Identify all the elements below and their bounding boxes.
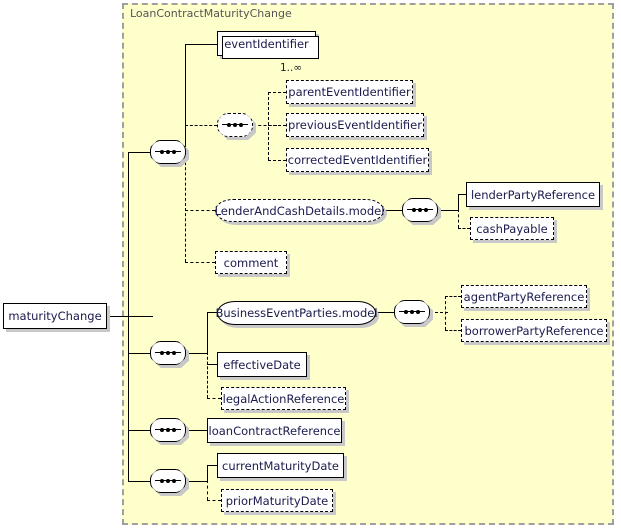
connector-parties-seq-vertical: [445, 296, 446, 330]
connector-main-trunk-upper: [185, 44, 186, 153]
connector-trunk-to-loan-contract-sequence: [128, 430, 152, 431]
node-loan-contract-reference-label: loanContractReference: [208, 423, 341, 438]
sequence-icon-effective-date-group[interactable]: [150, 341, 189, 368]
connector-lender-seq-vertical-upper: [458, 194, 459, 211]
node-corrected-event-identifier-label: correctedEventIdentifier: [287, 153, 428, 167]
connector-main-seq-left-stub: [128, 152, 152, 153]
connector-effective-to-parties-model: [207, 312, 217, 313]
connector-lender-seq-to-cash-payable: [458, 228, 470, 229]
connector-main-to-event-identifier: [185, 44, 217, 45]
connector-lender-seq-to-lender-party: [458, 194, 466, 195]
panel-title: LoanContractMaturityChange: [130, 7, 292, 20]
connector-root-to-trunk: [107, 316, 153, 317]
connector-main-trunk-lower: [185, 152, 186, 262]
connector-main-to-comment: [185, 262, 215, 263]
node-current-maturity-date-label: currentMaturityDate: [222, 458, 339, 473]
node-agent-party-reference[interactable]: agentPartyReference: [461, 285, 587, 308]
connector-maturity-vertical-upper: [207, 465, 208, 482]
connector-event-seq-to-previous: [268, 125, 286, 126]
connector-parties-model-to-sequence: [376, 312, 394, 313]
node-borrower-party-reference[interactable]: borrowerPartyReference: [461, 319, 607, 342]
node-business-event-parties-model-label: BusinessEventParties.model: [215, 306, 378, 320]
node-comment[interactable]: comment: [215, 251, 287, 274]
connector-parties-seq-to-borrower: [445, 330, 461, 331]
sequence-icon-event-identifier-group[interactable]: [217, 113, 256, 140]
node-parent-event-identifier[interactable]: parentEventIdentifier: [286, 80, 413, 104]
node-effective-date[interactable]: effectiveDate: [217, 352, 307, 377]
connector-maturity-to-prior: [207, 500, 221, 501]
connector-maturity-to-current: [207, 465, 217, 466]
connector-left-trunk: [128, 152, 129, 482]
node-parent-event-identifier-label: parentEventIdentifier: [288, 85, 411, 99]
connector-effective-vertical-upper: [207, 312, 208, 354]
node-previous-event-identifier-label: previousEventIdentifier: [288, 118, 422, 132]
connector-parties-seq-out: [430, 312, 448, 313]
node-cash-payable[interactable]: cashPayable: [470, 217, 554, 240]
node-cash-payable-label: cashPayable: [476, 221, 548, 236]
connector-event-seq-to-parent: [268, 92, 286, 93]
node-lender-party-reference[interactable]: lenderPartyReference: [466, 182, 600, 207]
connector-parties-seq-to-agent: [445, 296, 461, 297]
connector-maturity-seq-out: [185, 481, 207, 482]
connector-main-to-lender-cash-model: [185, 210, 215, 211]
connector-lender-seq-out: [438, 210, 458, 211]
sequence-icon-maturity-dates[interactable]: [150, 469, 189, 496]
node-prior-maturity-date-label: priorMaturityDate: [225, 493, 329, 508]
node-lender-and-cash-details-model[interactable]: LenderAndCashDetails.model: [215, 199, 384, 222]
cardinality-event-identifier: 1..∞: [280, 62, 303, 74]
connector-maturity-vertical-lower: [207, 480, 208, 500]
node-legal-action-reference[interactable]: legalActionReference: [221, 387, 346, 410]
connector-loan-contract-seq-out: [185, 430, 207, 431]
connector-event-seq-to-corrected: [268, 160, 286, 161]
connector-trunk-to-effective-sequence: [128, 353, 152, 354]
sequence-icon-main[interactable]: [150, 140, 189, 167]
node-agent-party-reference-label: agentPartyReference: [463, 289, 585, 304]
connector-lender-seq-vertical-lower: [458, 209, 459, 228]
connector-lender-model-to-sequence: [384, 210, 402, 211]
connector-effective-vertical-lower: [207, 352, 208, 398]
node-lender-party-reference-label: lenderPartyReference: [470, 187, 596, 202]
node-previous-event-identifier[interactable]: previousEventIdentifier: [286, 113, 424, 137]
node-current-maturity-date[interactable]: currentMaturityDate: [217, 453, 344, 478]
connector-event-seq-vertical: [268, 92, 269, 160]
node-prior-maturity-date[interactable]: priorMaturityDate: [221, 489, 333, 512]
node-effective-date-label: effectiveDate: [223, 357, 301, 372]
node-loan-contract-reference[interactable]: loanContractReference: [207, 418, 342, 443]
connector-main-to-event-id-sequence: [185, 125, 217, 126]
connector-effective-seq-out: [185, 353, 207, 354]
node-maturity-change[interactable]: maturityChange: [3, 303, 107, 329]
node-borrower-party-reference-label: borrowerPartyReference: [464, 323, 604, 338]
sequence-icon-loan-contract-reference[interactable]: [150, 418, 189, 445]
node-event-identifier[interactable]: eventIdentifier: [217, 31, 319, 59]
connector-trunk-to-maturity-date-sequence: [128, 481, 152, 482]
node-corrected-event-identifier[interactable]: correctedEventIdentifier: [286, 148, 429, 172]
sequence-icon-business-event-parties[interactable]: [394, 300, 433, 327]
connector-effective-to-legal-action: [207, 398, 221, 399]
node-comment-label: comment: [223, 255, 279, 270]
node-event-identifier-label: eventIdentifier: [224, 36, 309, 51]
connector-effective-to-effective-date: [207, 364, 217, 365]
connector-event-seq-out: [253, 125, 277, 126]
node-legal-action-reference-label: legalActionReference: [222, 391, 345, 406]
sequence-icon-lender-cash-details[interactable]: [402, 198, 441, 225]
node-lender-and-cash-details-model-label: LenderAndCashDetails.model: [214, 203, 385, 218]
node-maturity-change-label: maturityChange: [8, 309, 102, 323]
node-business-event-parties-model[interactable]: BusinessEventParties.model: [215, 301, 378, 325]
